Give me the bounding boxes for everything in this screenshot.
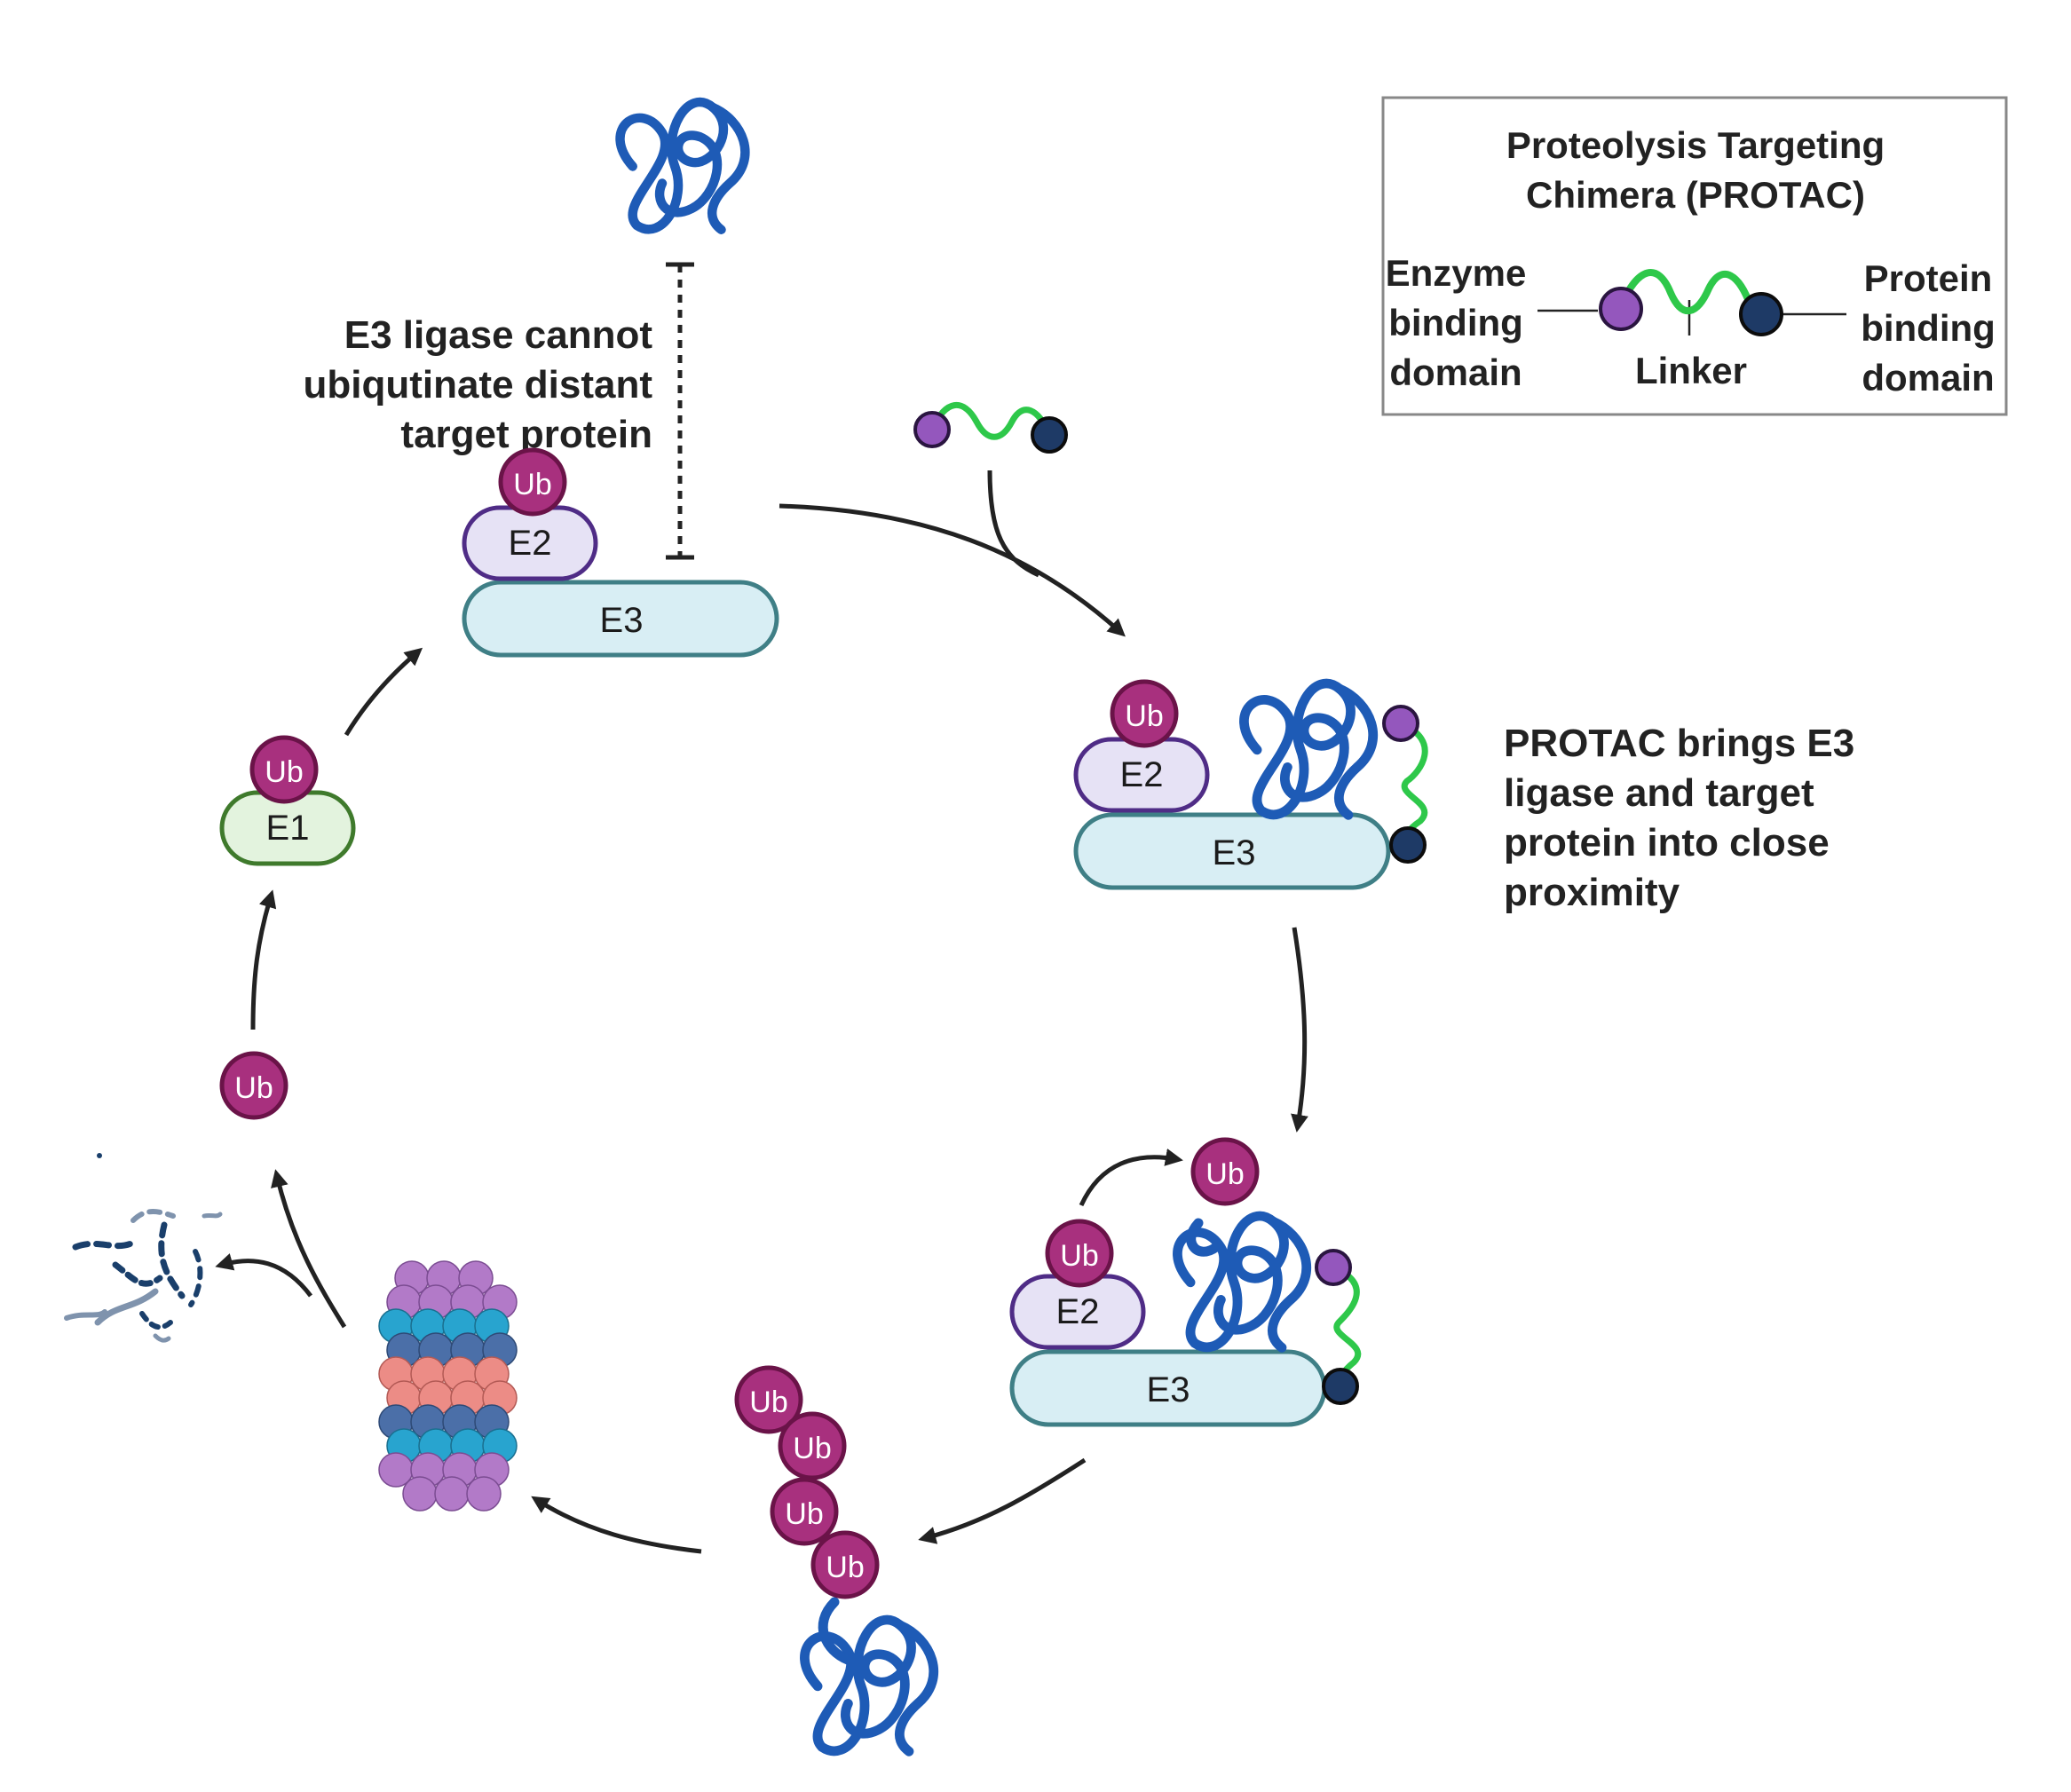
protac-bound-bottom (1315, 1249, 1362, 1405)
e2-enzyme-top: E2 (462, 505, 598, 581)
arrow-e1-to-e3 (344, 647, 423, 737)
arrow-to-proteasome (531, 1496, 702, 1554)
polyubiquitinated-protein (804, 1597, 933, 1751)
arrow-ub-transfer (1079, 1149, 1183, 1207)
svg-text:Ub: Ub (265, 755, 303, 789)
svg-text:Ub: Ub (1205, 1157, 1244, 1191)
ubiquitin-transferred: Ub (1193, 1140, 1257, 1204)
protac-molecule-incoming (913, 402, 1068, 454)
legend-linker-icon (1617, 269, 1754, 314)
svg-text:Ub: Ub (785, 1497, 823, 1531)
note-top-line1: E3 ligase cannot (344, 313, 653, 357)
svg-text:E2: E2 (1120, 755, 1164, 794)
legend-enzyme-domain-icon (1599, 287, 1643, 331)
degraded-peptide-fragments (64, 1153, 223, 1343)
arrow-protac-joining (987, 470, 1040, 578)
svg-text:E2: E2 (1056, 1292, 1100, 1331)
target-protein-right (1244, 683, 1372, 815)
ubiquitin-chain-2: Ub (780, 1414, 844, 1478)
legend-protein-domain-icon (1739, 292, 1783, 336)
svg-text:Ub: Ub (749, 1385, 787, 1419)
svg-text:Ub: Ub (513, 468, 551, 501)
note-top-line2: ubiqutinate distant (303, 363, 652, 407)
arrow-to-polyub (918, 1457, 1087, 1544)
arrow-right-down (1291, 927, 1308, 1133)
svg-text:Ub: Ub (234, 1071, 273, 1105)
ubiquitin-on-e2-bottom: Ub (1047, 1221, 1111, 1285)
proteasome-subunit (402, 1476, 438, 1512)
cycle-arrows (215, 470, 1308, 1554)
ubiquitin-top: Ub (501, 450, 565, 514)
ubiquitin-chain-3: Ub (772, 1480, 836, 1543)
legend-protein-line2: binding (1861, 307, 1996, 349)
e3-ligase-top: E3 (462, 580, 779, 658)
ubiquitin-chain: Ub Ub Ub Ub (737, 1368, 877, 1597)
note-right-line2: ligase and target (1504, 771, 1814, 815)
svg-text:E3: E3 (1147, 1370, 1190, 1409)
ubiquitin-chain-4: Ub (813, 1533, 877, 1597)
note-right-line1: PROTAC brings E3 (1504, 722, 1854, 765)
note-right-line3: protein into close (1504, 821, 1830, 864)
svg-text:Ub: Ub (826, 1551, 864, 1584)
e2-enzyme-bottom: E2 (1009, 1274, 1146, 1350)
legend-linker-label: Linker (1635, 350, 1747, 391)
proteasome-subunit (466, 1476, 502, 1512)
arrow-to-fragments (215, 1253, 312, 1298)
svg-text:E2: E2 (509, 524, 552, 563)
svg-text:E1: E1 (266, 809, 310, 848)
target-protein-distant (621, 102, 746, 230)
ubiquitin-free: Ub (222, 1054, 286, 1117)
legend-title-line1: Proteolysis Targeting (1506, 124, 1885, 166)
target-protein-bottom (1177, 1216, 1306, 1347)
arrow-top-to-right (779, 503, 1126, 637)
legend-title-line2: Chimera (PROTAC) (1526, 174, 1865, 216)
inhibition-dotted-line (666, 262, 694, 560)
svg-text:Ub: Ub (1060, 1239, 1098, 1273)
e2-enzyme-right: E2 (1073, 737, 1210, 813)
legend-enzyme-line2: binding (1388, 302, 1523, 343)
legend-frame (1381, 96, 2008, 416)
e1-enzyme: E1 (219, 790, 356, 866)
svg-text:Ub: Ub (793, 1432, 831, 1465)
ubiquitin-on-e1: Ub (252, 738, 316, 801)
proteasome-subunit (434, 1476, 470, 1512)
e3-ligase-right: E3 (1073, 812, 1391, 890)
ubiquitin-right: Ub (1112, 682, 1176, 746)
legend-protein-line1: Protein (1864, 257, 1993, 299)
arrow-proteasome-to-ub (271, 1169, 347, 1329)
legend-protein-line3: domain (1862, 357, 1994, 399)
ubiquitin-chain-1: Ub (737, 1368, 801, 1432)
legend-enzyme-line1: Enzyme (1386, 252, 1527, 294)
svg-text:E3: E3 (600, 601, 644, 640)
protac-bound-right (1382, 705, 1428, 864)
note-right-line4: proximity (1504, 871, 1680, 914)
arrow-ub-to-e1 (250, 889, 277, 1030)
legend-box: Proteolysis Targeting Chimera (PROTAC) E… (1381, 96, 2008, 416)
proteasome (378, 1260, 518, 1512)
e3-ligase-bottom: E3 (1009, 1349, 1327, 1427)
svg-text:E3: E3 (1213, 833, 1256, 872)
legend-enzyme-line3: domain (1389, 351, 1522, 393)
svg-text:Ub: Ub (1125, 699, 1163, 733)
